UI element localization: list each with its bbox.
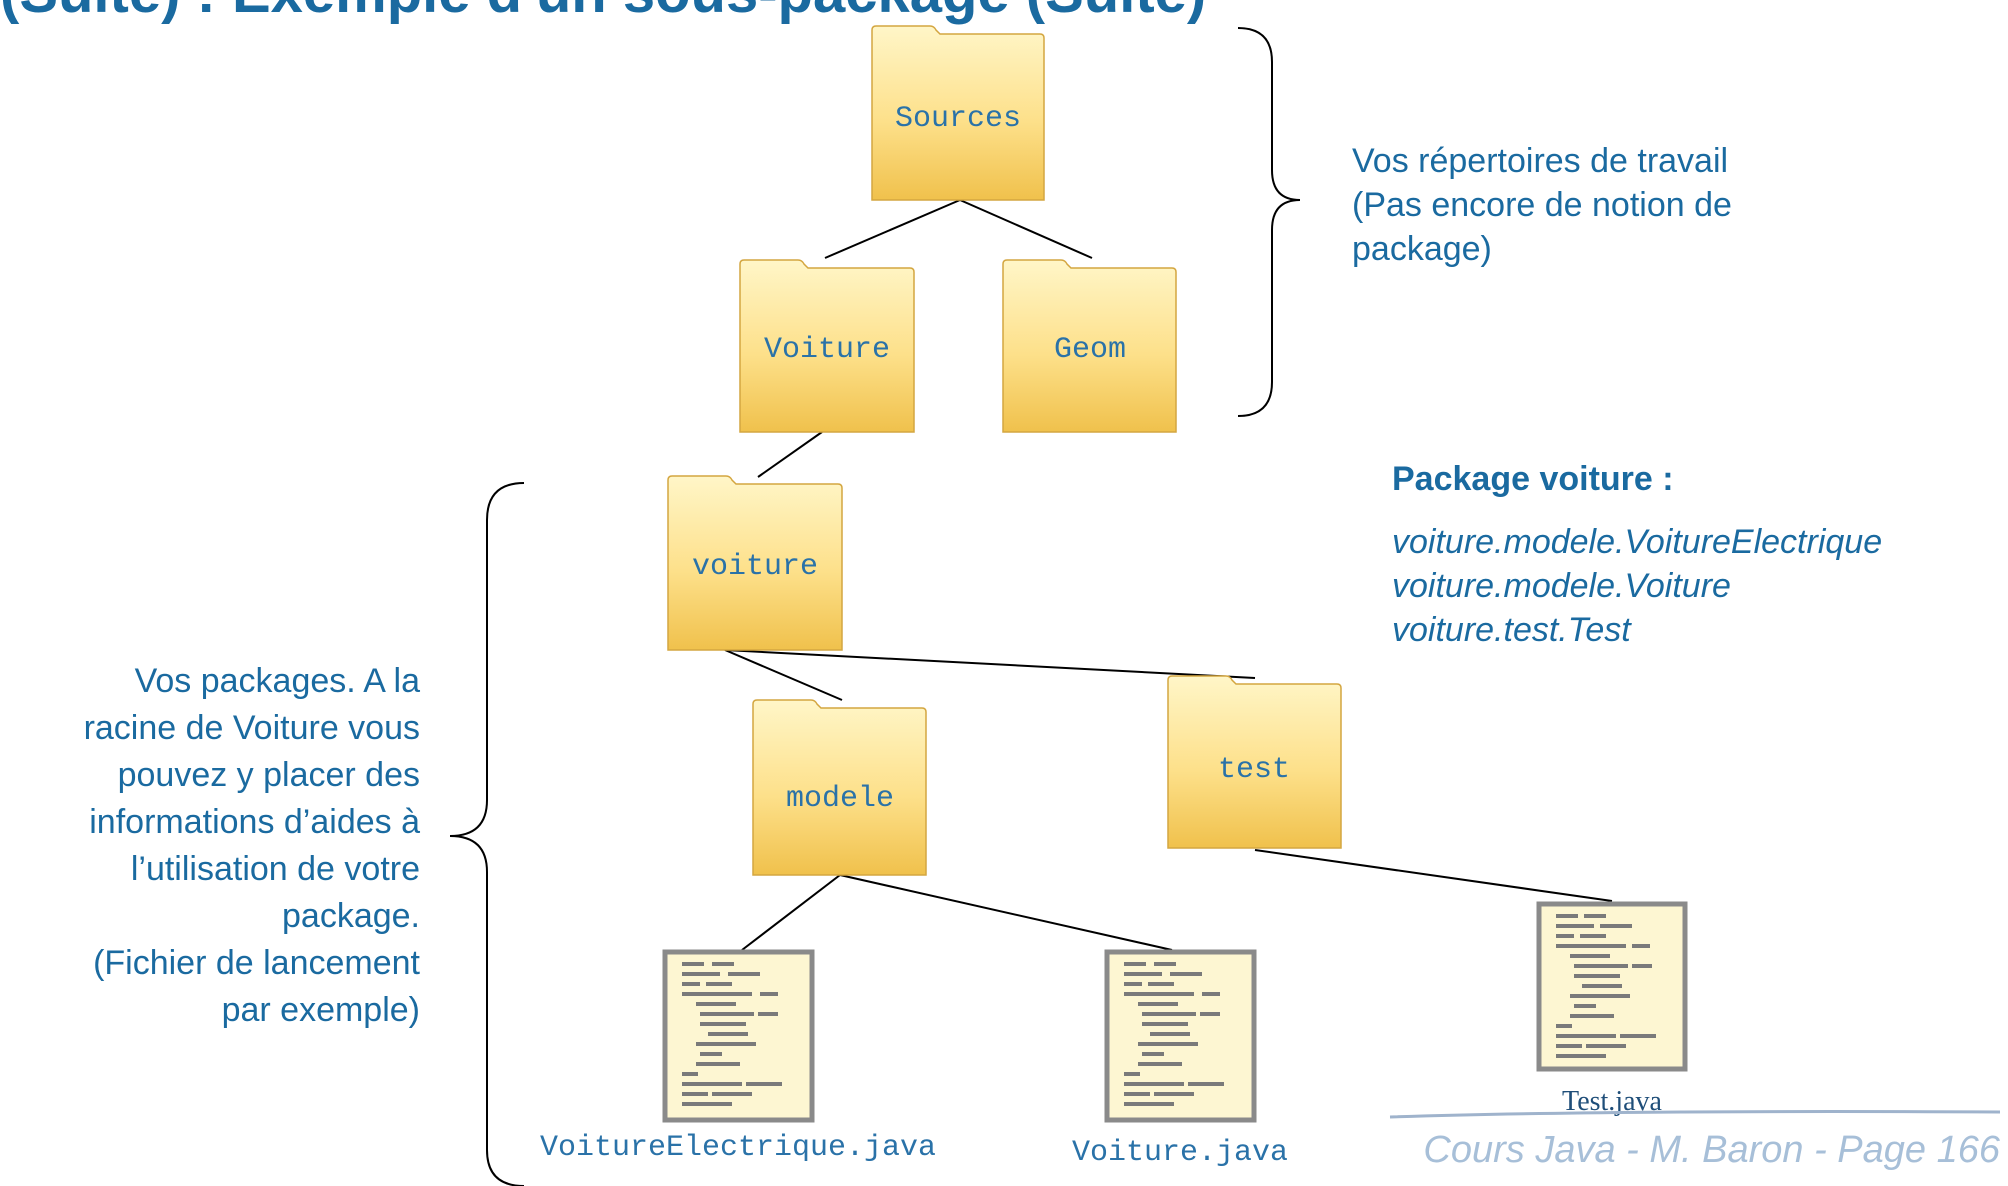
folder-voiture-dir[interactable]: Voiture [739, 259, 915, 433]
java-file-icon [662, 949, 815, 1123]
file-voiture-electrique[interactable]: VoitureElectrique.java [540, 949, 936, 1165]
folder-label: Voiture [764, 333, 890, 367]
folder-geom[interactable]: Geom [1002, 259, 1177, 433]
folder-modele[interactable]: modele [752, 699, 927, 876]
package-class: voiture.modele.VoitureElectrique [1392, 523, 1882, 561]
annotation-line: pouvez y placer des [118, 756, 420, 794]
java-file-icon [1536, 901, 1688, 1072]
work-dirs-annotation: Vos répertoires de travail (Pas encore d… [1352, 142, 1732, 268]
annotation-line: package) [1352, 230, 1492, 268]
folder-label: Geom [1054, 333, 1126, 367]
annotation-line: (Pas encore de notion de [1352, 186, 1732, 224]
folder-icon [1002, 259, 1177, 433]
file-voiture[interactable]: Voiture.java [1072, 949, 1288, 1170]
annotation-line: informations d’aides à [89, 803, 420, 841]
packages-brace [449, 482, 525, 1186]
package-class: voiture.modele.Voiture [1392, 567, 1731, 605]
annotation-line: Vos répertoires de travail [1352, 142, 1728, 180]
package-heading: Package voiture : [1392, 460, 1674, 498]
folder-voiture-package[interactable]: voiture [667, 475, 843, 651]
work-dirs-brace [1237, 27, 1301, 417]
footer-page-ref: Cours Java - M. Baron - Page 166 [1423, 1129, 2000, 1171]
annotation-line: (Fichier de lancement [93, 944, 420, 982]
java-file-icon [1104, 949, 1257, 1123]
annotation-line: Vos packages. A la [135, 662, 421, 700]
folder-icon [752, 699, 927, 876]
footer-rule [1389, 1110, 2001, 1119]
annotation-line: par exemple) [222, 991, 420, 1029]
package-class: voiture.test.Test [1392, 611, 1632, 649]
page-title: (Suite) : Exemple d'un sous-package (Sui… [0, 0, 1206, 25]
file-label: Voiture.java [1072, 1136, 1288, 1170]
folder-label: voiture [692, 550, 818, 584]
folder-label: test [1218, 753, 1290, 787]
folder-icon [1167, 675, 1342, 849]
file-label: VoitureElectrique.java [540, 1131, 936, 1165]
annotation-line: package. [282, 897, 420, 935]
annotation-line: l’utilisation de votre [131, 850, 420, 888]
folder-label: Sources [895, 102, 1021, 136]
folder-icon [667, 475, 843, 651]
folder-test[interactable]: test [1167, 675, 1342, 849]
annotation-line: racine de Voiture vous [84, 709, 420, 747]
packages-annotation: Vos packages. A la racine de Voiture vou… [84, 662, 421, 1029]
folder-icon [871, 25, 1045, 201]
folder-label: modele [786, 782, 894, 816]
folder-icon [739, 259, 915, 433]
package-listing: Package voiture : voiture.modele.Voiture… [1392, 460, 1882, 649]
tree-connectors [724, 199, 1613, 951]
folder-sources[interactable]: Sources [871, 25, 1045, 201]
file-test[interactable]: Test.java [1536, 901, 1688, 1117]
